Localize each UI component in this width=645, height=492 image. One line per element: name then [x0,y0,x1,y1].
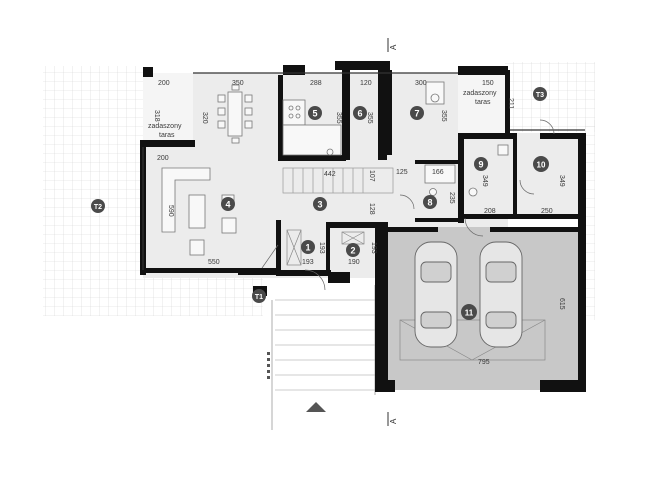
dim-193-a: 193 [318,242,325,254]
roof-label-left-1: zadaszony [148,123,182,130]
dim-107: 107 [368,170,375,182]
terrace-label-t1: T1 [255,294,263,301]
terrace-marker-t1[interactable]: T1 [252,289,266,303]
dim-208: 208 [484,208,496,215]
room-marker-3[interactable]: 3 [313,197,327,211]
room7-fixtures [425,81,445,105]
entrance-arrow-icon [306,402,326,412]
dim-235: 235 [448,192,455,204]
dimension-labels: 200 350 288 120 300 150 318 320 355 355 … [153,80,565,366]
walls [140,61,586,392]
dim-193-b: 193 [370,242,377,254]
terrace-marker-t2[interactable]: T2 [91,199,105,213]
covered-terrace-right [458,73,508,133]
room-marker-5[interactable]: 5 [308,106,322,120]
bathroom-fixtures [424,144,509,197]
thin-walls [142,72,585,270]
covered-terrace-label-left: zadaszony taras [148,123,182,139]
room-marker-6[interactable]: 6 [353,106,367,120]
dim-200-top: 200 [158,80,170,87]
dim-193-c: 193 [302,259,314,266]
section-mark-top: A [387,38,398,52]
roof-label-right-2: taras [475,99,491,106]
living-furniture [161,167,237,256]
terrace-label-t3: T3 [536,92,544,99]
terrace-t2-area [43,66,143,316]
room-marker-1[interactable]: 1 [301,240,315,254]
room-marker-10[interactable]: 10 [533,156,549,172]
covered-terrace-label-right: zadaszony taras [463,90,497,106]
entrance-steps [271,285,376,430]
roof-label-left-2: taras [159,132,175,139]
car-left [414,241,458,348]
dim-211: 211 [507,98,514,109]
dim-300: 300 [415,80,427,87]
dim-120: 120 [360,80,372,87]
room-label-5: 5 [312,109,317,119]
dim-349-a: 349 [481,175,488,187]
terrace-marker-t3[interactable]: T3 [533,87,547,101]
dim-355-b: 355 [366,112,373,124]
dim-150: 150 [482,80,494,87]
dim-200-mid: 200 [157,155,169,162]
room-label-1: 1 [305,243,310,253]
dim-318: 318 [153,110,160,122]
room-label-2: 2 [350,246,355,256]
railing-dots [267,352,270,379]
room-label-6: 6 [357,109,362,119]
room-label-7: 7 [414,109,419,119]
room-label-8: 8 [427,198,432,208]
covered-terrace-left [143,73,193,143]
terrace-label-t2: T2 [94,204,102,211]
room-marker-4[interactable]: 4 [221,197,235,211]
dim-320: 320 [201,112,208,124]
dim-125: 125 [396,169,408,176]
dim-288: 288 [310,80,322,87]
room-marker-2[interactable]: 2 [346,243,360,257]
dim-350: 350 [232,80,244,87]
door-swings [261,119,555,291]
dim-349-b: 349 [558,175,565,187]
dim-590: 590 [167,205,174,217]
terrace-t3-side [585,120,595,320]
dim-615: 615 [558,298,565,310]
section-mark-bottom: A [387,412,398,426]
dim-250: 250 [541,208,553,215]
dining-table [217,84,253,144]
section-label-top: A [389,44,398,50]
room-label-4: 4 [225,200,230,210]
room-marker-9[interactable]: 9 [474,157,488,171]
dim-442: 442 [324,171,336,178]
terrace-t2-lower [143,276,263,316]
room-label-9: 9 [478,160,483,170]
interior-stairs [282,167,394,194]
dim-355-c: 355 [440,110,447,122]
room-marker-8[interactable]: 8 [423,195,437,209]
dim-795: 795 [478,359,490,366]
section-label-bottom: A [389,418,398,424]
room-marker-7[interactable]: 7 [410,106,424,120]
room-label-3: 3 [317,200,322,210]
kitchen-units [282,99,342,156]
terrace-t3-area [505,62,595,132]
dim-355-a: 355 [335,112,342,124]
dim-166: 166 [432,169,444,176]
car-right [479,241,523,348]
dim-190: 190 [348,259,360,266]
dim-128: 128 [368,203,375,215]
room-label-10: 10 [537,161,546,170]
room-marker-11[interactable]: 11 [461,304,477,320]
dim-550: 550 [208,259,220,266]
roof-label-right-1: zadaszony [463,90,497,97]
room-label-11: 11 [465,309,474,318]
